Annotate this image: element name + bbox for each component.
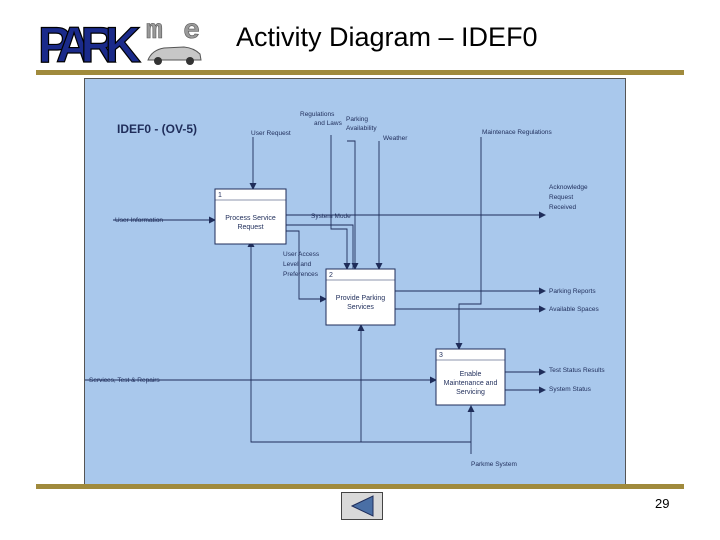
box-2-label-line2: Services xyxy=(347,304,374,311)
label-acknowledge-1: Acknowledge xyxy=(549,184,588,191)
box-3-label-line3: Servicing xyxy=(456,389,485,396)
activity-box-2: 2 Provide Parking Services xyxy=(325,268,396,326)
box-2-number: 2 xyxy=(329,272,333,279)
label-regulations-1: Regulations xyxy=(300,111,335,118)
arrow-user-access xyxy=(286,230,327,303)
activity-box-3: 3 Enable Maintenance and Servicing xyxy=(435,348,506,406)
label-user-access-2: Level and xyxy=(283,261,312,268)
label-acknowledge-3: Received xyxy=(549,204,576,211)
label-system-status: System Status xyxy=(549,386,592,393)
arrows xyxy=(85,135,546,454)
label-acknowledge-2: Request xyxy=(549,194,573,201)
label-parking-availability-1: Parking xyxy=(346,116,368,123)
label-parking-reports: Parking Reports xyxy=(549,288,596,295)
label-user-information: User Information xyxy=(115,217,163,224)
label-maintenance-regulations: Maintenace Regulations xyxy=(482,129,552,136)
parkme-logo: PARK me xyxy=(37,16,202,68)
arrow-maintenance-regulations xyxy=(455,137,482,350)
arrow-parking-availability xyxy=(347,140,359,270)
box-3-label-line2: Maintenance and xyxy=(444,380,498,387)
box-3-label-line1: Enable xyxy=(460,371,482,378)
label-user-access-3: Preferences xyxy=(283,271,319,278)
label-parkme-system: Parkme System xyxy=(471,461,517,468)
box-3-number: 3 xyxy=(439,352,443,359)
box-1-label-line1: Process Service xyxy=(225,215,276,222)
logo-text-me: me xyxy=(146,16,200,47)
top-rule xyxy=(36,70,684,75)
label-system-mode: System Mode xyxy=(311,213,351,220)
arrow-mechanism-box2 xyxy=(357,324,471,443)
box-1-number: 1 xyxy=(218,192,222,199)
box-2-label-line1: Provide Parking xyxy=(336,295,386,302)
label-regulations-2: and Laws xyxy=(314,120,343,127)
label-weather: Weather xyxy=(383,135,408,142)
car-icon xyxy=(147,46,202,65)
arrow-regulations xyxy=(330,135,351,270)
label-services: Services, Test & Repairs xyxy=(89,377,160,384)
box-1-label-line2: Request xyxy=(237,224,263,231)
label-user-request: User Request xyxy=(251,130,291,137)
bottom-rule xyxy=(36,484,684,489)
logo-text-park: PARK xyxy=(38,17,142,68)
idef0-diagram: IDEF0 - (OV-5) xyxy=(84,78,626,485)
diagram-heading: IDEF0 - (OV-5) xyxy=(117,122,197,136)
activity-box-1: 1 Process Service Request xyxy=(214,188,287,245)
label-user-access-1: User Access xyxy=(283,251,320,258)
back-triangle-icon xyxy=(350,495,374,517)
back-button[interactable] xyxy=(341,492,383,520)
label-test-status-results: Test Status Results xyxy=(549,367,605,374)
slide-title: Activity Diagram – IDEF0 xyxy=(236,22,538,52)
label-parking-availability-2: Availability xyxy=(346,125,377,132)
label-available-spaces: Available Spaces xyxy=(549,306,599,313)
slide-number: 29 xyxy=(655,496,670,511)
